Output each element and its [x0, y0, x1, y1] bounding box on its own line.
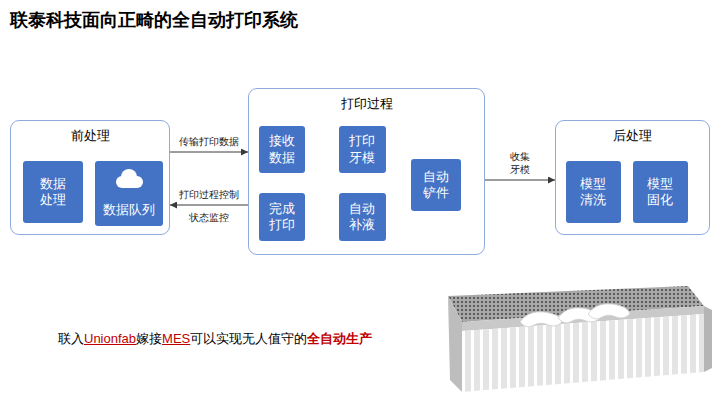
aligner-model	[588, 304, 630, 319]
box-label: 完成打印	[267, 201, 297, 234]
box-label: 自动铲件	[421, 169, 451, 202]
edge-label: 收集 牙模	[508, 151, 532, 176]
cloud-part	[122, 181, 137, 188]
summary-text: 联入	[58, 331, 84, 346]
highlight-text: 全自动生产	[307, 331, 372, 346]
plate-side	[448, 296, 462, 392]
summary-text: 嫁接	[136, 331, 162, 346]
process-box: 接收数据	[259, 126, 305, 173]
box-label: 接收数据	[267, 133, 297, 166]
plate-body	[462, 314, 704, 392]
page-title: 联泰科技面向正畸的全自动打印系统	[10, 8, 298, 32]
highlight-text: MES	[162, 331, 190, 346]
highlight-text: Unionfab	[84, 331, 136, 346]
box-label: 数据处理	[38, 176, 68, 209]
process-box: 打印牙模	[339, 126, 386, 173]
group-heading: 后处理	[613, 128, 652, 144]
box-label: 数据队列	[103, 202, 155, 218]
process-box: 自动补液	[339, 193, 386, 241]
flow-arrow	[170, 205, 248, 206]
process-box: 模型清洗	[566, 161, 621, 223]
edge-note: 状态监控	[188, 211, 230, 225]
box-label: 模型清洗	[579, 176, 609, 209]
edge-label: 打印过程控制	[178, 189, 240, 202]
summary-line: 联入Unionfab嫁接MES可以实现无人值守的全自动生产	[58, 330, 372, 348]
box-label: 模型固化	[646, 176, 676, 209]
stage-group: 打印过程接收数据 打印牙模完成打印 自动补液 自动铲件	[248, 88, 485, 255]
cloud-icon	[112, 168, 146, 190]
flow-arrow	[170, 152, 248, 153]
process-box: 模型固化	[633, 161, 688, 223]
aligner-model	[520, 312, 562, 327]
group-heading: 前处理	[71, 128, 110, 144]
process-box: 完成打印	[259, 193, 305, 241]
process-box: 数据处理	[23, 161, 83, 223]
cloud-shape	[116, 169, 143, 188]
group-heading: 打印过程	[341, 96, 393, 112]
process-box: 自动铲件	[411, 159, 461, 211]
process-box: 数据队列	[95, 161, 163, 226]
summary-text: 可以实现无人值守的	[190, 331, 307, 346]
stage-group: 后处理模型清洗 模型固化	[555, 120, 710, 235]
stage-group: 前处理数据处理数据队列	[10, 120, 170, 235]
flow-arrow	[485, 180, 555, 181]
edge-label: 传输打印数据	[178, 136, 240, 149]
box-label: 自动补液	[348, 201, 378, 234]
plate-end	[704, 306, 712, 372]
box-label: 打印牙模	[348, 133, 378, 166]
